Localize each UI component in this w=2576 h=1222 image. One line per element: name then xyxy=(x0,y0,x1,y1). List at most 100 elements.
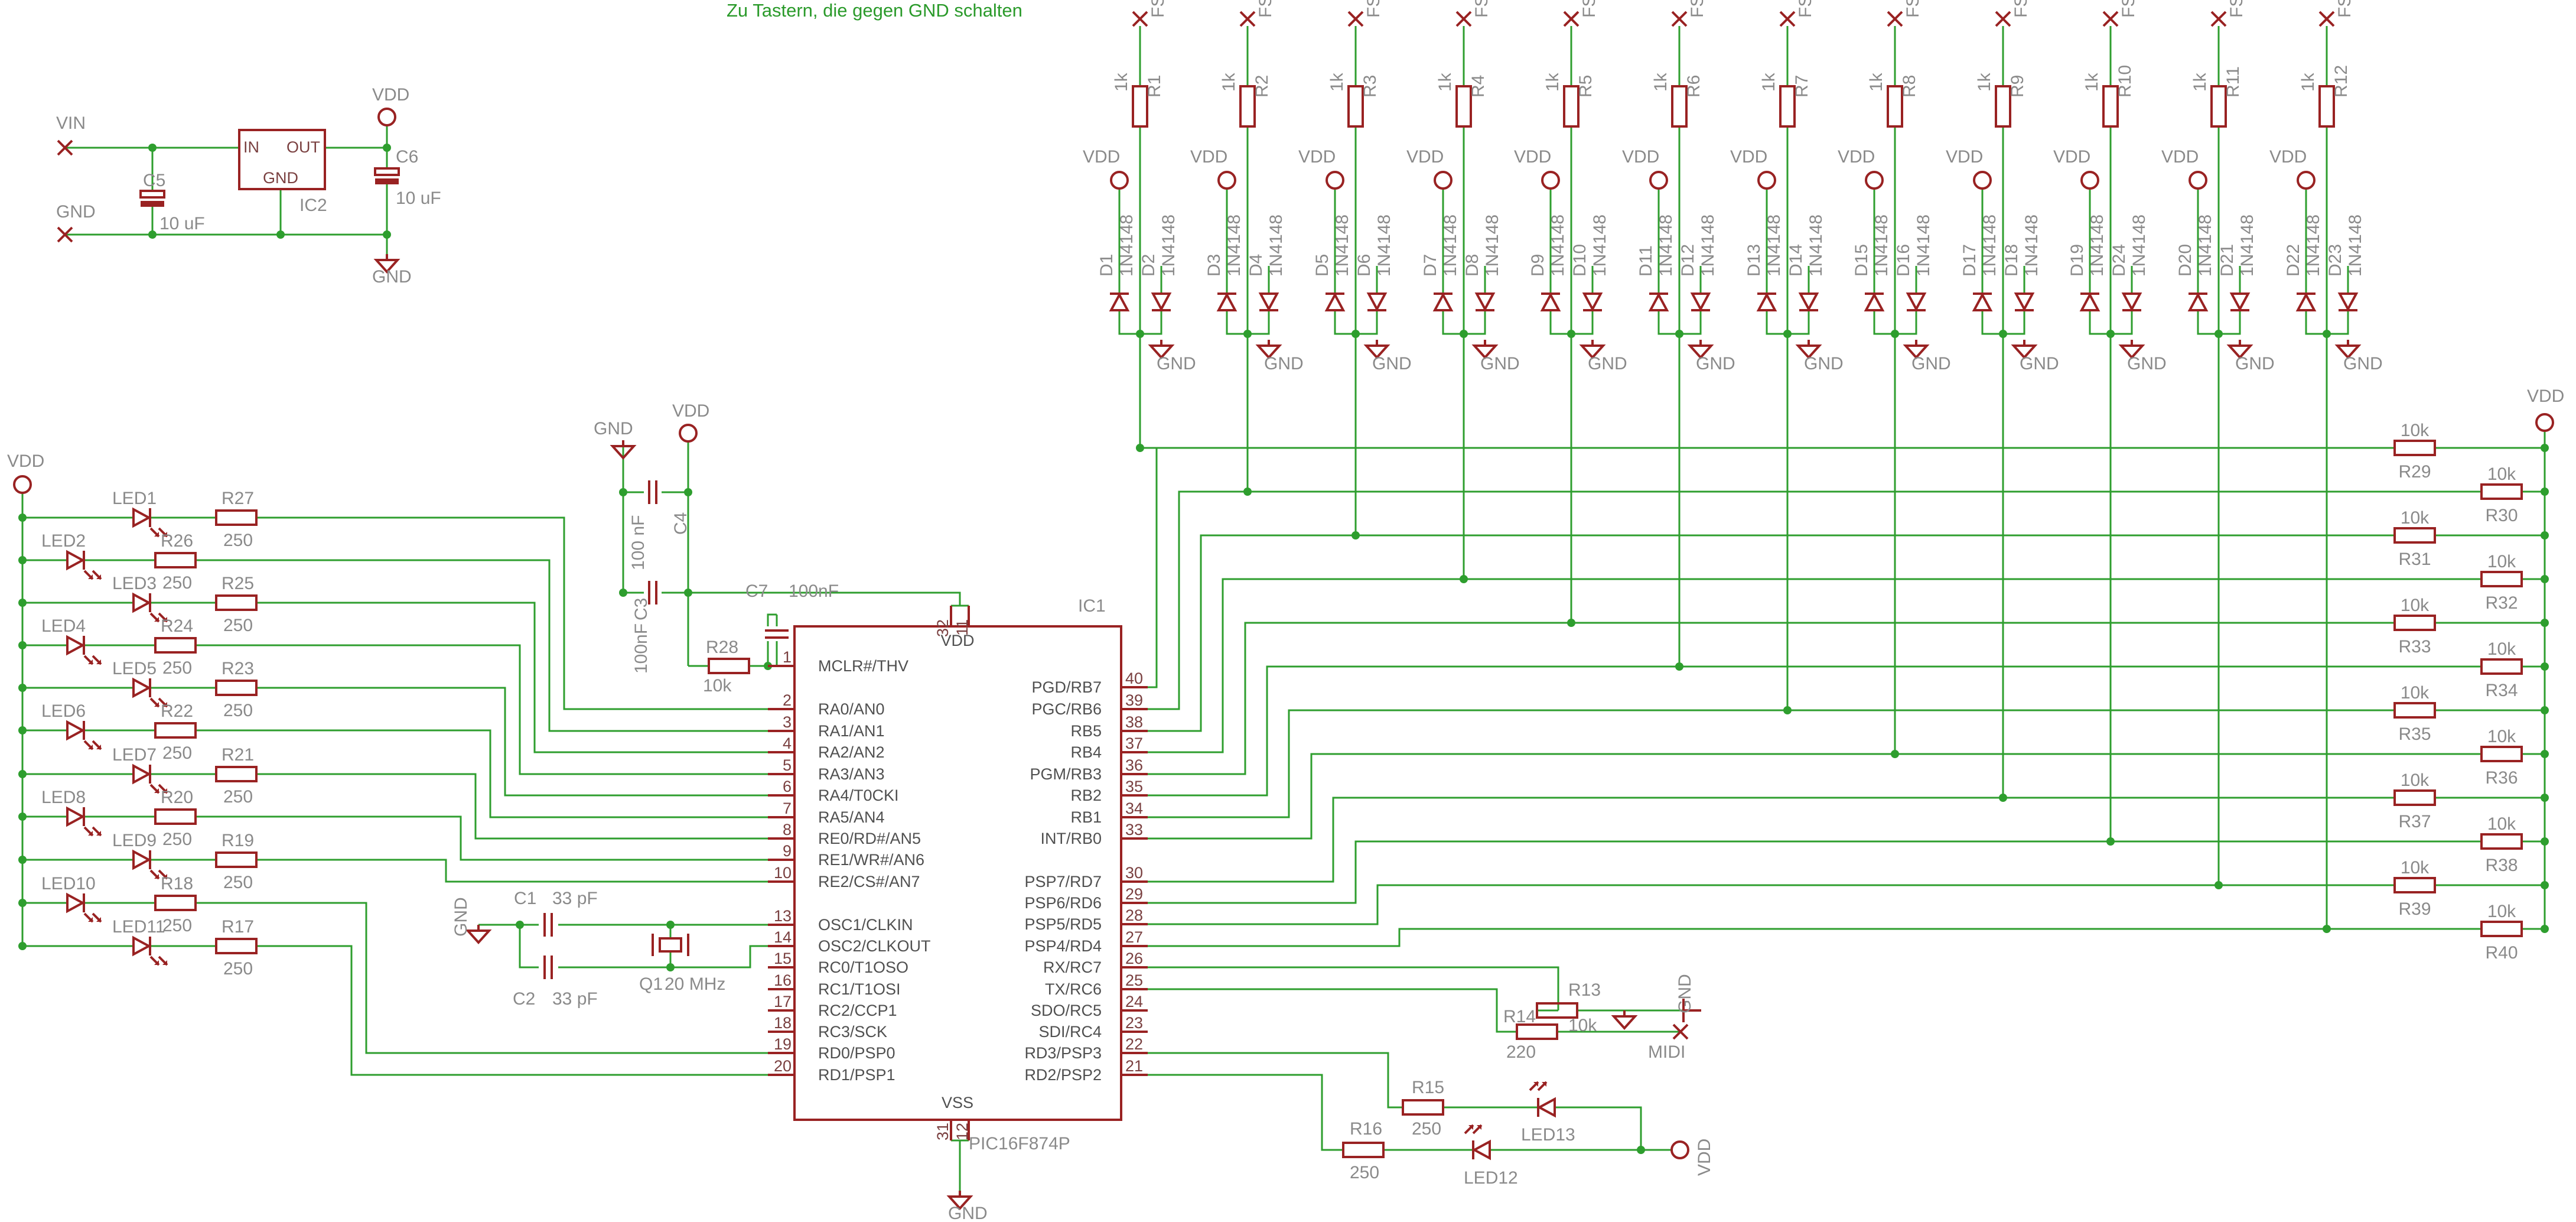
midi-no-connect xyxy=(1672,1023,1689,1040)
d-ref: D22 xyxy=(2284,244,2303,277)
vdd-label: VDD xyxy=(672,401,709,421)
vdd-label: VDD xyxy=(1946,147,1983,167)
led-r-value: 250 xyxy=(223,701,253,720)
junction xyxy=(619,488,627,496)
diode-D16 xyxy=(1906,292,1927,312)
d-ref: D6 xyxy=(1354,254,1374,277)
led-ref: LED4 xyxy=(41,616,86,636)
c6-ref: C6 xyxy=(396,147,418,167)
resistor-R22 xyxy=(154,722,197,739)
c7-value: 100nF xyxy=(789,581,839,601)
c7-ref: C7 xyxy=(745,581,768,601)
led-r-ref: R18 xyxy=(161,874,193,893)
d-value: 1N4148 xyxy=(1266,214,1286,277)
r-value: 1k xyxy=(2082,72,2102,92)
junction xyxy=(18,599,27,607)
pin-num: 37 xyxy=(1125,734,1143,752)
vdd-symbol xyxy=(679,424,698,443)
fs-label: FS10 xyxy=(2119,0,2138,18)
diode-D9 xyxy=(1540,292,1561,311)
junction xyxy=(276,230,285,239)
diode-D14 xyxy=(1798,292,1819,312)
junction xyxy=(18,899,27,907)
r14-value: 220 xyxy=(1506,1042,1536,1062)
d-value: 1N4148 xyxy=(1548,214,1568,277)
resistor-R40 xyxy=(2480,921,2523,937)
wire xyxy=(196,559,768,732)
resistor-R24 xyxy=(154,637,197,654)
fs-label: FS7 xyxy=(1796,0,1815,18)
gnd-label: GND xyxy=(372,267,412,287)
fs-label: FS9 xyxy=(2011,0,2031,18)
led-arrow-head xyxy=(154,874,159,879)
pin-name: TX/RC6 xyxy=(1045,980,1102,998)
led-arrow-head xyxy=(162,617,167,622)
led-r-value: 250 xyxy=(223,531,253,550)
pin-num: 29 xyxy=(1125,885,1143,903)
junction xyxy=(2214,330,2223,338)
fs-label: FS4 xyxy=(1472,0,1491,18)
d-ref: D10 xyxy=(1570,244,1590,277)
d-value: 1N4148 xyxy=(1980,214,1999,277)
gnd-label: GND xyxy=(948,1204,988,1222)
pin-num: 19 xyxy=(774,1035,792,1053)
fs-label: FS5 xyxy=(1580,0,1599,18)
gnd-rot-right xyxy=(1682,999,1701,1022)
wire xyxy=(256,516,768,710)
pin-num: 14 xyxy=(774,928,792,946)
junction xyxy=(666,921,675,929)
led-arrow-head xyxy=(1542,1082,1546,1087)
junction xyxy=(18,641,27,649)
pin-name: RB1 xyxy=(1070,808,1102,826)
pin-num: 5 xyxy=(783,756,792,774)
vdd-label: VDD xyxy=(1190,147,1227,167)
wire xyxy=(1148,884,2219,925)
d-ref: D24 xyxy=(2109,244,2129,277)
vdd-symbol xyxy=(1326,171,1344,190)
r-ref: R1 xyxy=(1145,75,1164,98)
vdd-symbol xyxy=(1757,171,1776,190)
led-ref: LED10 xyxy=(41,874,96,893)
junction xyxy=(666,963,675,971)
r15-value: 250 xyxy=(1412,1119,1441,1139)
vdd-label: VDD xyxy=(1406,147,1444,167)
diode-D7 xyxy=(1432,292,1454,311)
led-ref: LED1 xyxy=(112,489,157,508)
gnd-symbol-right xyxy=(1611,1010,1638,1030)
led-ref: LED5 xyxy=(112,659,157,678)
d-ref: D21 xyxy=(2217,244,2237,277)
wire xyxy=(1148,753,1895,840)
led-arrow-head xyxy=(96,659,101,664)
wire xyxy=(1148,966,1559,1010)
vdd-symbol xyxy=(377,108,396,126)
led-arrow-head xyxy=(1533,1082,1538,1087)
pin-name: SDI/RC4 xyxy=(1038,1023,1102,1041)
r-value: 1k xyxy=(2190,72,2210,92)
pin-num: 39 xyxy=(1125,691,1143,709)
junction xyxy=(1637,1146,1645,1154)
wire xyxy=(256,945,768,1076)
pullup-value: 10k xyxy=(2401,596,2430,615)
fs-no-connect xyxy=(1239,11,1256,27)
junction xyxy=(684,589,692,597)
pin-name: RD3/PSP3 xyxy=(1024,1044,1102,1062)
parts xyxy=(13,11,2554,1210)
junction xyxy=(684,488,692,496)
pullup-ref: R38 xyxy=(2485,856,2518,875)
vdd-label: VDD xyxy=(1730,147,1767,167)
resistor-R30 xyxy=(2480,483,2523,500)
pin-name: RD0/PSP0 xyxy=(818,1044,895,1062)
pullup-value: 10k xyxy=(2401,508,2430,528)
junction xyxy=(148,230,157,239)
resistor-R17 xyxy=(215,938,258,954)
led-r-value: 250 xyxy=(162,916,192,935)
led-r-ref: R26 xyxy=(161,531,193,551)
led-arrow-head xyxy=(96,831,101,836)
led-arrow-head xyxy=(88,745,93,749)
gnd-label: GND xyxy=(2235,354,2275,373)
wire xyxy=(767,613,777,626)
fs-no-connect xyxy=(2102,11,2119,27)
resistor-r28 xyxy=(708,658,750,674)
gnd-label: GND xyxy=(1804,354,1844,373)
vdd-label: VDD xyxy=(2527,386,2564,406)
